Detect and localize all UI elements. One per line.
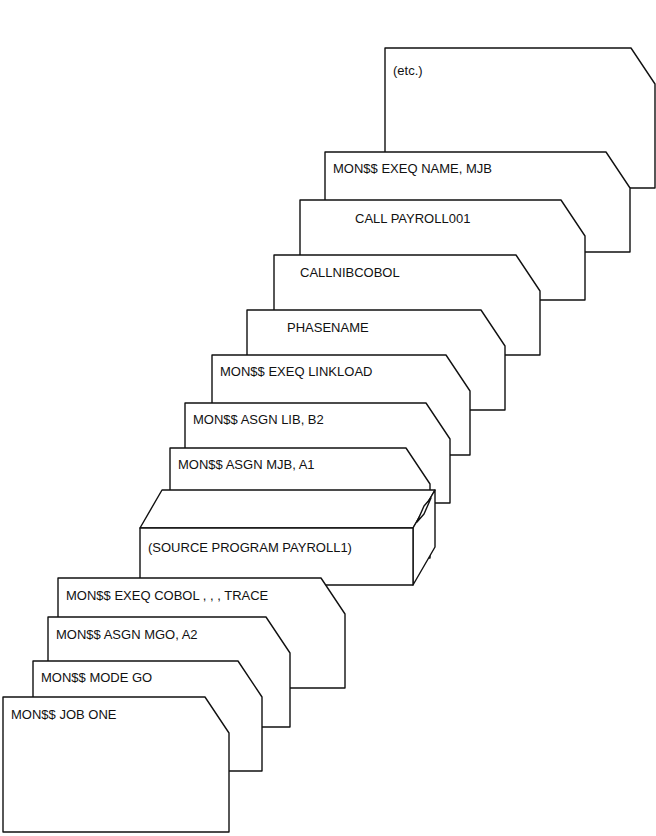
- punched-card: MON$$ JOB ONE: [3, 697, 229, 832]
- card-text: MON$$ JOB ONE: [11, 707, 116, 722]
- card-shape: [300, 200, 585, 300]
- card-text: MON$$ ASGN MJB, A1: [178, 457, 315, 472]
- card-shape: [170, 448, 430, 558]
- card-shape: [33, 661, 262, 771]
- card-outline: [140, 528, 413, 585]
- card-shape: [247, 310, 505, 410]
- deck-face: [417, 498, 431, 522]
- card-text: PHASENAME: [287, 320, 369, 335]
- card-text: MON$$ MODE GO: [41, 670, 152, 685]
- card-shape: [274, 255, 540, 355]
- deck-label: (SOURCE PROGRAM PAYROLL1): [148, 540, 352, 555]
- card-text: MON$$ EXEQ NAME, MJB: [333, 161, 492, 176]
- card-text: (etc.): [393, 63, 423, 78]
- card-shape: [385, 48, 655, 188]
- card-shape: [185, 403, 450, 503]
- card-text: MON$$ ASGN LIB, B2: [193, 412, 324, 427]
- card-shape: [325, 152, 630, 252]
- deck-face: [140, 490, 435, 528]
- source-deck: (SOURCE PROGRAM PAYROLL1): [140, 528, 413, 585]
- card-text: MON$$ EXEQ LINKLOAD: [220, 364, 372, 379]
- card-shape: [212, 355, 470, 455]
- card-text: CALL PAYROLL001: [355, 211, 470, 226]
- card-shape: [3, 697, 229, 832]
- card-shape: [48, 617, 290, 727]
- card-text: CALLNIBCOBOL: [300, 265, 400, 280]
- deck-face: [140, 528, 413, 585]
- card-text: MON$$ ASGN MGO, A2: [56, 627, 198, 642]
- deck-face: [413, 490, 435, 585]
- card-text: MON$$ EXEQ COBOL , , , TRACE: [66, 588, 268, 603]
- card-shape: [58, 578, 345, 688]
